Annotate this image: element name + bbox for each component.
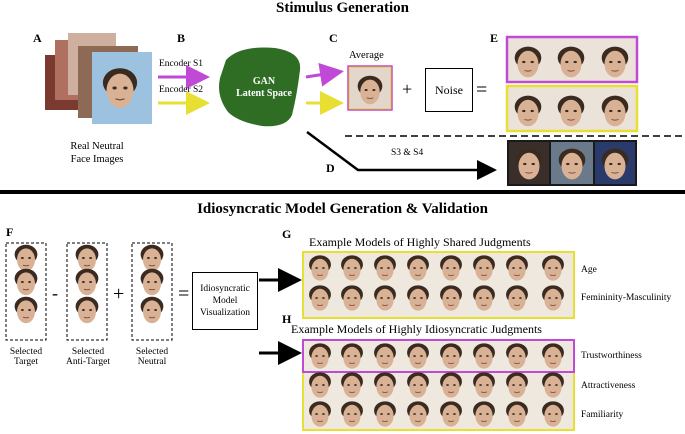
- selected-anti-target-label: Selected Anti-Target: [65, 347, 110, 367]
- panel-label-d: D: [326, 161, 335, 175]
- panel-label-c: C: [329, 31, 338, 45]
- selected-anti-target-column: [66, 242, 108, 341]
- selected-neutral-label: Selected Neutral: [135, 347, 169, 367]
- equals-sign-bottom: =: [178, 283, 190, 305]
- stimulus-generation-title: Stimulus Generation: [276, 0, 409, 16]
- familiarity-label: Familiarity: [581, 410, 624, 420]
- encoder-s1-label: Encoder S1: [159, 59, 204, 69]
- femininity-label: Femininity-Masculinity: [581, 293, 672, 303]
- s3-s4-label: S3 & S4: [391, 148, 424, 158]
- visualization-box: Idiosyncratic Model Visualization: [192, 272, 258, 330]
- trustworthiness-label: Trustworthiness: [581, 351, 642, 361]
- real-images-label: Real Neutral: [70, 141, 124, 152]
- encoder-s2-label: Encoder S2: [159, 85, 204, 95]
- gan-label-line2: Latent Space: [236, 88, 292, 99]
- panel-label-e: E: [490, 31, 499, 45]
- panel-label-a: A: [33, 31, 42, 45]
- panel-label-g: G: [282, 227, 292, 241]
- plus-sign-top: +: [402, 79, 413, 99]
- gan-label-line1: GAN: [252, 76, 276, 87]
- real-images-label-2: Face Images: [70, 154, 124, 165]
- equals-sign-top: =: [476, 79, 488, 101]
- real-face-photos: [45, 33, 152, 124]
- gan-latent-space-shape: [219, 47, 301, 127]
- s3-s4-photos: [507, 140, 637, 186]
- idiosyncratic-judgments-title: Example Models of Highly Idiosyncratic J…: [291, 322, 542, 336]
- average-label: Average: [349, 50, 384, 61]
- model-generation-title: Idiosyncratic Model Generation & Validat…: [197, 201, 488, 217]
- noise-box: Noise: [425, 68, 473, 112]
- minus-sign: -: [52, 283, 58, 303]
- selected-neutral-column: [131, 242, 173, 341]
- shared-judgments-title: Example Models of Highly Shared Judgment…: [309, 235, 531, 249]
- s3-s4-arrow: [306, 130, 497, 180]
- age-label: Age: [581, 265, 597, 275]
- selected-target-column: [5, 242, 47, 341]
- plus-sign-bottom: +: [113, 283, 125, 305]
- panel-label-f: F: [6, 225, 14, 239]
- selected-target-label: Selected Target: [9, 347, 43, 367]
- panel-label-h: H: [282, 312, 292, 326]
- section-divider: [0, 190, 685, 194]
- panel-label-b: B: [177, 31, 186, 45]
- attractiveness-label: Attractiveness: [581, 381, 636, 391]
